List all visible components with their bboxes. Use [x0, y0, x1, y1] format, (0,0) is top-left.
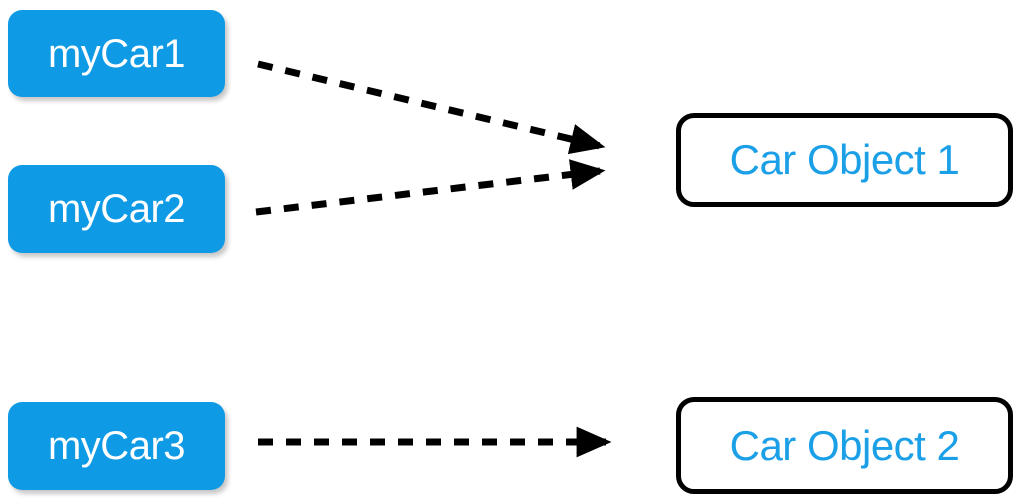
arrow-mycar2-to-car-object-1 [255, 159, 606, 216]
variable-box-mycar1[interactable]: myCar1 [8, 10, 225, 97]
object-box-car-object-2[interactable]: Car Object 2 [676, 397, 1013, 494]
arrow-mycar1-to-car-object-1 [257, 60, 606, 155]
variable-label-mycar1: myCar1 [47, 31, 186, 76]
variable-label-mycar3: myCar3 [47, 424, 186, 468]
variable-box-mycar2[interactable]: myCar2 [8, 165, 225, 253]
variable-label-mycar2: myCar2 [47, 187, 186, 231]
object-label-car-object-2: Car Object 2 [729, 421, 960, 469]
object-box-car-object-1[interactable]: Car Object 1 [676, 113, 1013, 207]
variable-box-mycar3[interactable]: myCar3 [8, 402, 225, 490]
object-label-car-object-1: Car Object 1 [729, 136, 960, 183]
